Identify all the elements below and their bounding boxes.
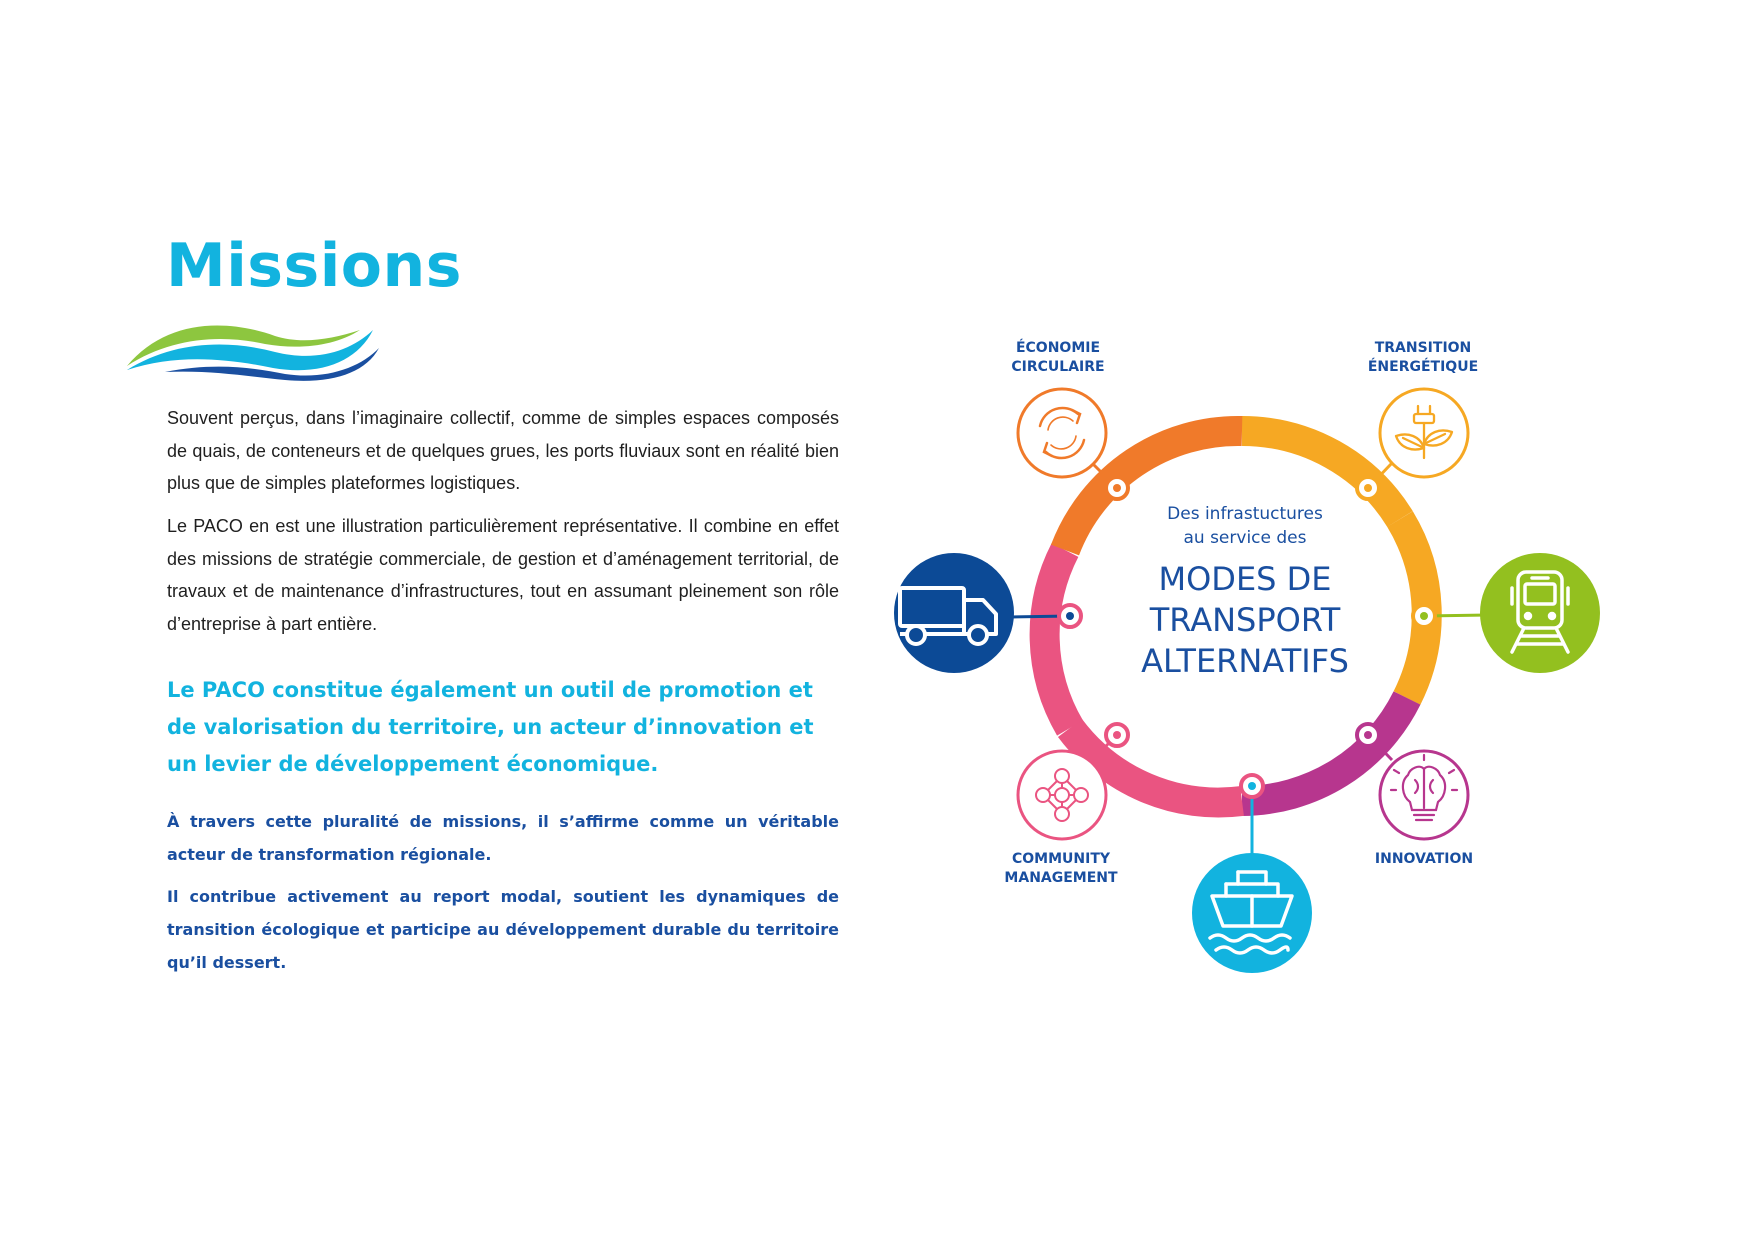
contribution-paragraph: Il contribue activement au report modal,… [167,887,839,972]
label-community-line2: MANAGEMENT [1004,870,1118,886]
truck-icon [898,586,998,646]
label-community-line1: COMMUNITY [1012,851,1111,867]
economie-circulaire-node [1016,387,1108,479]
recycle-icon [1038,406,1086,460]
plurality-paragraph: À travers cette pluralité de missions, i… [167,812,839,864]
center-subtitle-line1: Des infrastuctures [1167,504,1323,524]
label-economie-line2: CIRCULAIRE [1011,359,1104,375]
train-node [1480,553,1600,673]
plug-leaf-icon [1394,404,1454,460]
label-innovation: INNOVATION [1375,851,1473,867]
wave-logo-graphic [127,325,379,381]
truck-node [894,553,1014,673]
innovation-node [1378,749,1470,841]
page-title: Missions [166,231,462,301]
community-management-node [1016,749,1108,841]
paco-paragraph: Le PACO en est une illustration particul… [167,516,839,634]
transition-energetique-node [1378,387,1470,479]
highlight-paragraph: Le PACO constitue également un outil de … [167,678,814,776]
label-transition-line1: TRANSITION [1375,340,1472,356]
boat-node [1192,853,1312,973]
label-transition-line2: ÉNERGÉTIQUE [1368,358,1478,375]
center-title-line3: ALTERNATIFS [1141,642,1349,680]
brain-bulb-icon [1389,753,1459,822]
center-title-line2: TRANSPORT [1149,601,1341,639]
center-title-line1: MODES DE [1159,560,1332,598]
label-economie-line1: ÉCONOMIE [1016,339,1100,356]
boat-icon [1208,870,1294,955]
intro-paragraph: Souvent perçus, dans l’imaginaire collec… [167,408,839,493]
network-people-icon [1035,768,1089,822]
train-icon [1510,570,1570,654]
center-subtitle-line2: au service des [1183,528,1306,548]
